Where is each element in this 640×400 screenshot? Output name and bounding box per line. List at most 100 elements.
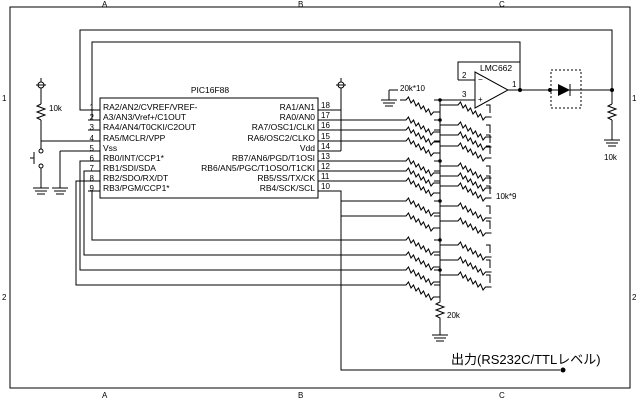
output-label: 出力(RS232C/TTLレベル) bbox=[451, 352, 601, 367]
row-label-1-right: 1 bbox=[632, 94, 637, 103]
ladder-input-resistor-13 bbox=[400, 281, 440, 301]
pin-label-6: RB0/INT/CCP1* bbox=[103, 153, 165, 163]
opamp-lmc662: LMC662 2 3 1 − + bbox=[440, 61, 540, 109]
mcu-right-pins: RA1/AN1 18 RA0/AN0 17 RA7/OSC1/CLKI 16 R… bbox=[201, 101, 330, 193]
pin-label-15: RA6/OSC2/CLKO bbox=[247, 133, 315, 143]
ladder-shunt-resistor-11 bbox=[440, 256, 492, 276]
inner-frame bbox=[9, 6, 631, 389]
ladder-shunt-wire-1 bbox=[486, 104, 491, 113]
ladder-shunt-wire-5 bbox=[486, 165, 491, 174]
ladder-top-value: 20k*10 bbox=[400, 84, 425, 93]
ladder-shunt-resistor-12 bbox=[440, 271, 492, 291]
ground-symbol-output bbox=[604, 139, 620, 147]
col-label-c-bottom: C bbox=[499, 391, 505, 400]
output-pulldown: 10k bbox=[604, 90, 620, 162]
pin-num-8: 8 bbox=[90, 174, 95, 183]
row-label-2-right: 2 bbox=[632, 293, 637, 302]
output-terminal-dot bbox=[560, 367, 566, 373]
ladder-input-resistor-9 bbox=[400, 212, 440, 232]
mcu-name: PIC16F88 bbox=[191, 85, 230, 95]
col-label-b-top: B bbox=[298, 0, 303, 9]
resistor-pullup-left bbox=[35, 103, 47, 121]
pin-label-2: A3/AN3/Vref+/C1OUT bbox=[103, 112, 186, 122]
ladder-shunt-wire-4 bbox=[486, 145, 491, 154]
ladder-input-resistor-1 bbox=[400, 96, 440, 116]
pin-num-6: 6 bbox=[90, 154, 95, 163]
pin-num-12: 12 bbox=[321, 162, 330, 171]
ladder-shunt-resistor-8 bbox=[440, 202, 492, 222]
right-side-terminals: 出力(RS232C/TTLレベル) bbox=[336, 78, 601, 373]
pin-label-17: RA0/AN0 bbox=[280, 112, 316, 122]
ladder-shunt-resistor-5 bbox=[440, 162, 492, 182]
pin-num-11: 11 bbox=[321, 172, 330, 181]
opamp-pin-minus: 2 bbox=[462, 71, 467, 80]
pin-label-14: Vdd bbox=[300, 143, 315, 153]
col-label-b-bottom: B bbox=[298, 391, 303, 400]
feedback-wires bbox=[79, 29, 613, 121]
opamp-pin-plus: 3 bbox=[462, 90, 467, 99]
ladder-input-resistor-6 bbox=[400, 167, 440, 187]
ladder-shunt-wire-6 bbox=[486, 175, 491, 184]
diode-triangle bbox=[558, 84, 570, 96]
ladder-node-dot-3 bbox=[438, 159, 442, 163]
ladder-input-resistor-2 bbox=[400, 116, 440, 136]
resistor-pullup-left-value: 10k bbox=[49, 104, 63, 113]
pin-label-7: RB1/SDI/SDA bbox=[103, 163, 156, 173]
pin-num-18: 18 bbox=[321, 101, 330, 110]
ladder-node-dot-6 bbox=[438, 268, 442, 272]
col-label-a-bottom: A bbox=[102, 391, 108, 400]
ladder-input-resistor-12 bbox=[400, 266, 440, 286]
ladder-input-resistor-8 bbox=[400, 197, 440, 217]
ladder-bottom-resistor bbox=[434, 295, 446, 335]
pin-num-4: 4 bbox=[90, 134, 95, 143]
pin-num-16: 16 bbox=[321, 121, 330, 130]
ladder-shunt-resistor-10 bbox=[440, 241, 492, 261]
pin-num-10: 10 bbox=[321, 182, 330, 191]
ladder-shunt-resistor-4 bbox=[440, 142, 492, 162]
output-diode bbox=[540, 69, 614, 109]
bus-wires bbox=[75, 160, 400, 286]
ladder-shunt-wire-9 bbox=[486, 220, 491, 229]
pin-label-3: RA4/AN4/T0CKI/C2OUT bbox=[103, 122, 196, 132]
pin-label-8: RB2/SDO/RX/DT bbox=[103, 173, 168, 183]
ladder-mid-value: 10k*9 bbox=[496, 192, 517, 201]
pin-label-9: RB3/PGM/CCP1* bbox=[103, 183, 170, 193]
ladder-shunt-resistor-1 bbox=[440, 101, 492, 121]
opamp-pin-out: 1 bbox=[512, 80, 517, 89]
col-label-a-top: A bbox=[102, 0, 108, 9]
left-reset-circuit: 10k bbox=[30, 78, 100, 195]
pin-label-1: RA2/AN2/CVREF/VREF- bbox=[103, 102, 198, 112]
pin-label-11: RB5/SS/TX/CK bbox=[257, 173, 315, 183]
pin-label-12: RB6/AN5/PGC/T1OSO/T1CKI bbox=[201, 163, 315, 173]
ladder-shunt-resistor-6 bbox=[440, 172, 492, 192]
ladder-shunt-resistor-3 bbox=[440, 131, 492, 151]
ladder-node-dot-4 bbox=[438, 199, 442, 203]
ladder-shunt-wire-7 bbox=[486, 185, 491, 194]
col-label-c-top: C bbox=[499, 0, 505, 9]
row-label-1-left: 1 bbox=[2, 94, 7, 103]
ladder-input-resistor-7 bbox=[400, 177, 440, 197]
mcu-left-pins: 1 RA2/AN2/CVREF/VREF- 2 A3/AN3/Vref+/C1O… bbox=[90, 102, 198, 193]
ladder-input-resistor-4 bbox=[400, 137, 440, 157]
ladder-shunt-wire-2 bbox=[486, 124, 491, 133]
ladder-shunt-wire-10 bbox=[486, 244, 491, 253]
mcu-body bbox=[99, 97, 319, 199]
ladder-ground bbox=[381, 89, 398, 107]
ground-symbol-left bbox=[33, 187, 49, 195]
pin-label-10: RB4/SCK/SCL bbox=[260, 183, 316, 193]
ladder-shunt-resistor-9 bbox=[440, 217, 492, 237]
pin-num-13: 13 bbox=[321, 152, 330, 161]
pin-num-17: 17 bbox=[321, 111, 330, 120]
pin-num-14: 14 bbox=[321, 142, 330, 151]
opamp-plus-sign: + bbox=[478, 95, 483, 104]
opamp-minus-sign: − bbox=[478, 75, 483, 84]
switch-contact-top bbox=[38, 148, 44, 154]
ground-symbol-vss bbox=[52, 170, 68, 195]
r2r-ladder: 20k*10 10k*9 20k bbox=[400, 84, 517, 342]
pin-label-5: Vss bbox=[103, 143, 117, 153]
output-resistor-value: 10k bbox=[604, 153, 618, 162]
ladder-node-dot-2 bbox=[438, 118, 442, 122]
opamp-name: LMC662 bbox=[480, 63, 512, 73]
ladder-shunt-wire-11 bbox=[486, 259, 491, 268]
